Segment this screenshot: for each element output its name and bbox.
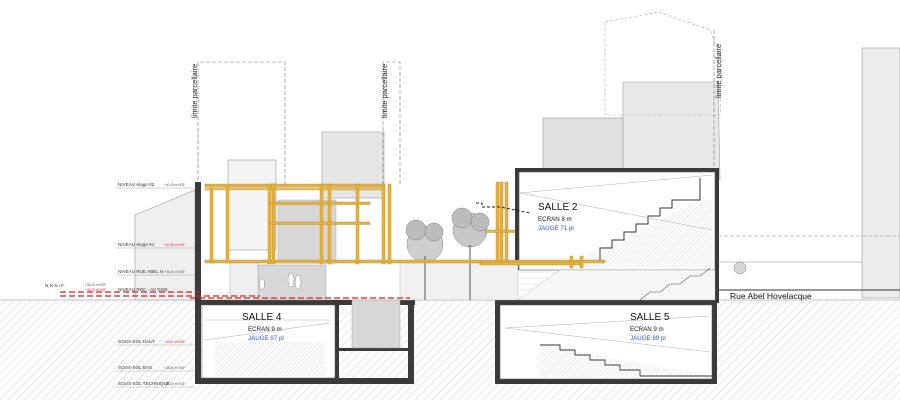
level-value: +35,25 m NGF (85, 288, 106, 292)
limite-label-3: limite parcellaire (714, 44, 723, 98)
room-screen: ECRAN 9 m (248, 326, 282, 333)
ground-soil (0, 299, 900, 400)
level-rue-abel-h: NIVEAU RUE ABEL H. +36,45 m NGF (116, 269, 195, 276)
level-value: +36,45 m NGF (164, 270, 185, 274)
people-figures (259, 272, 302, 291)
level-name: NIVEAU RDC - AV GOB (118, 287, 167, 292)
gray-panels (229, 199, 401, 349)
room-salle-4: SALLE 4 ECRAN 9 m JAUGE 97 pl (242, 312, 284, 342)
room-capacity: JAUGE 89 pl (630, 335, 666, 342)
room-screen: ECRAN 9 m (630, 326, 664, 333)
limite-label-1: limite parcellaire (190, 64, 199, 118)
level-sous-sol-haut: SOUS-SOL HAUT +31,80 m NGF (116, 339, 195, 346)
level-etage-02: NIVEAU étage 02 +40,45 m NGF (116, 182, 195, 189)
parcel-outline (197, 30, 715, 300)
level-name: N.N.S.I.F. (45, 283, 65, 288)
level-name: SOUS-SOL BAS (118, 365, 152, 370)
level-name: SOUS-SOL TECHNIQUE (118, 381, 170, 386)
level-sous-sol-bas: SOUS-SOL BAS +28,85 m NGF (116, 365, 195, 372)
level-nnsif: N.N.S.I.F. +35,40 m NGF (45, 283, 106, 288)
red-level-lines (60, 291, 410, 299)
room-salle-2: SALLE 2 ECRAN 8 m JAUGE 71 pl (538, 202, 578, 232)
level-labels: NIVEAU étage 02 +40,45 m NGF NIVEAU étag… (45, 182, 195, 388)
room-title: SALLE 2 (538, 202, 578, 213)
limite-label-2: limite parcellaire (380, 64, 389, 118)
level-name: NIVEAU étage 02 (118, 182, 155, 187)
salle-2-volume (518, 171, 716, 271)
dashed-roofline (476, 202, 531, 214)
structure-walls (195, 168, 719, 384)
level-value: +40,35 m NGF (164, 243, 185, 247)
room-salle-5: SALLE 5 ECRAN 9 m JAUGE 89 pl (630, 312, 670, 342)
room-capacity: JAUGE 71 pl (538, 225, 574, 232)
level-value: +35,40 m NGF (85, 283, 106, 287)
salle-4-volume (201, 304, 336, 379)
street-name: Rue Abel Hovelacque (730, 291, 812, 301)
timber-structure (204, 181, 606, 269)
room-title: SALLE 5 (630, 312, 670, 323)
room-capacity: JAUGE 97 pl (248, 335, 284, 342)
courtyard-trees (405, 207, 747, 300)
level-etage-01: NIVEAU étage 01 +40,35 m NGF (116, 242, 195, 249)
room-title: SALLE 4 (242, 312, 282, 323)
level-name: NIVEAU RUE ABEL H. (118, 269, 165, 274)
level-rdc-av-gob: NIVEAU RDC - AV GOB +35,25 m NGF (85, 287, 167, 292)
courtyard (399, 261, 716, 301)
room-screen: ECRAN 8 m (538, 216, 572, 223)
level-sous-sol-technique: SOUS-SOL TECHNIQUE +27,40 m NGF (116, 381, 195, 388)
level-name: SOUS-SOL HAUT (118, 339, 156, 344)
level-value: +31,80 m NGF (164, 340, 185, 344)
salle-5-volume (499, 304, 713, 380)
level-name: NIVEAU étage 01 (118, 242, 155, 247)
level-value: +28,85 m NGF (164, 366, 185, 370)
level-value: +40,45 m NGF (164, 183, 185, 187)
level-value: +27,40 m NGF (164, 382, 185, 386)
street-lines (718, 235, 900, 291)
